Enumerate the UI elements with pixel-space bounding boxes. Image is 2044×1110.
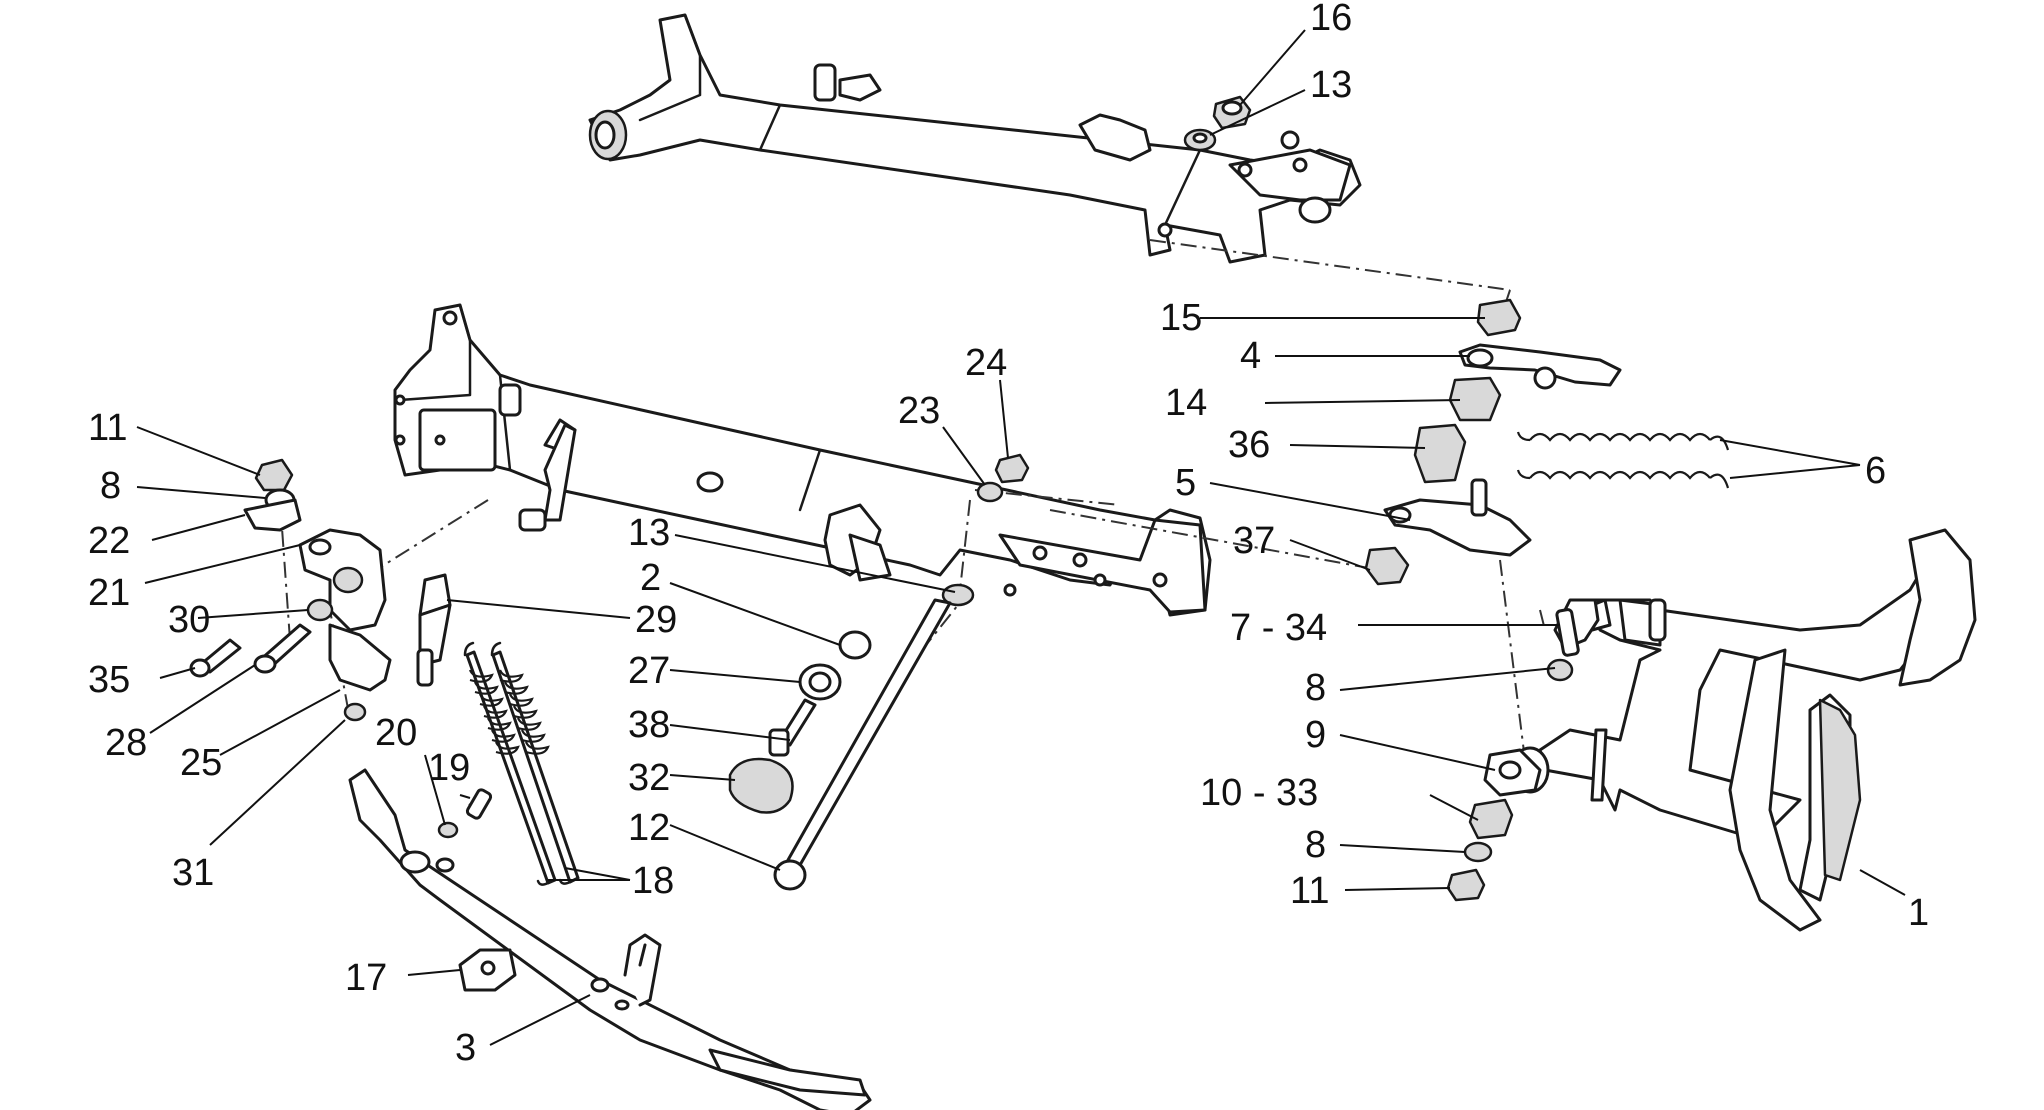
callout-17: 17 (345, 957, 387, 999)
callout-25: 25 (180, 742, 222, 784)
upper-frame-crossmember (588, 13, 1362, 264)
side-stand-springs (463, 641, 580, 886)
callout-21: 21 (88, 572, 130, 614)
callout-36: 36 (1228, 424, 1270, 466)
callout-8: 8 (1305, 667, 1326, 709)
callout-6: 6 (1865, 450, 1886, 492)
callout-27: 27 (628, 650, 670, 692)
callout-31: 31 (172, 852, 214, 894)
callout-24: 24 (965, 342, 1007, 384)
callout-7-34: 7 - 34 (1230, 607, 1327, 649)
callout-8: 8 (100, 465, 121, 507)
callout-38: 38 (628, 704, 670, 746)
callout-22: 22 (88, 520, 130, 562)
callout-13: 13 (1310, 64, 1352, 106)
leader-lines (136, 29, 1906, 1046)
callout-35: 35 (88, 659, 130, 701)
callout-23: 23 (898, 390, 940, 432)
center-stand-mount-parts (1364, 298, 1622, 586)
center-bolt-and-pads (728, 453, 1030, 891)
center-stand (1510, 528, 1977, 932)
callout-37: 37 (1233, 520, 1275, 562)
center-stand-fasteners (1446, 598, 1600, 902)
callout-14: 14 (1165, 382, 1207, 424)
callout-labels: 16 13 15 4 14 36 5 6 37 7 - 34 8 9 10 - … (88, 0, 1929, 1069)
callout-15: 15 (1160, 297, 1202, 339)
callout-19: 19 (428, 747, 470, 789)
callout-13: 13 (628, 512, 670, 554)
lower-frame-crossmember (393, 303, 1212, 617)
callout-9: 9 (1305, 714, 1326, 756)
callout-20: 20 (375, 712, 417, 754)
callout-5: 5 (1175, 462, 1196, 504)
callout-8: 8 (1305, 824, 1326, 866)
callout-1: 1 (1908, 892, 1929, 934)
callout-16: 16 (1310, 0, 1352, 39)
callout-32: 32 (628, 757, 670, 799)
callout-11: 11 (1290, 870, 1329, 912)
callout-18: 18 (632, 860, 674, 902)
callout-12: 12 (628, 807, 670, 849)
side-stand (348, 768, 872, 1110)
callout-10-33: 10 - 33 (1200, 772, 1318, 814)
callout-4: 4 (1240, 335, 1261, 377)
side-stand-switch-parts (189, 458, 452, 722)
callout-29: 29 (635, 599, 677, 641)
stand-return-springs (1516, 431, 1730, 489)
callout-30: 30 (168, 599, 210, 641)
callout-11: 11 (88, 407, 127, 449)
callout-28: 28 (105, 722, 147, 764)
callout-2: 2 (640, 557, 661, 599)
callout-3: 3 (455, 1027, 476, 1069)
